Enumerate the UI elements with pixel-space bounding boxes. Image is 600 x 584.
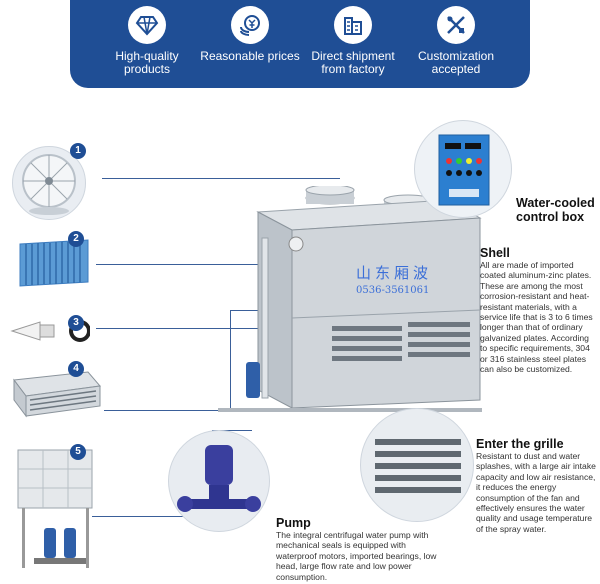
component-badge-1: 1: [70, 143, 86, 159]
feature-label: Direct shipment from factory: [311, 49, 395, 76]
shell-callout: Shell All are made of imported coated al…: [480, 246, 598, 374]
connector-line-5: [92, 516, 212, 517]
coins-icon: [231, 6, 269, 44]
feature-label: Customization accepted: [417, 49, 495, 76]
connector-line-5h: [212, 430, 252, 431]
component-badge-2: 2: [68, 231, 84, 247]
pump-callout: Pump The integral centrifugal water pump…: [276, 516, 448, 582]
connector-line-4: [104, 410, 230, 411]
shell-desc: All are made of imported coated aluminum…: [480, 260, 593, 375]
grille-image: [360, 408, 474, 522]
component-badge-4: 4: [68, 361, 84, 377]
component-badge-5: 5: [70, 444, 86, 460]
feature-customization: Customization accepted: [406, 0, 506, 76]
fill-media-image: [18, 238, 90, 288]
pump-desc: The integral centrifugal water pump with…: [276, 530, 437, 582]
feature-prices: Reasonable prices: [200, 0, 300, 63]
tools-icon: [437, 6, 475, 44]
connector-line-1: [102, 178, 340, 179]
coil-image: [10, 366, 102, 418]
connector-line-2: [96, 264, 326, 265]
tower-branding: 山东厢波 0536-3561061: [356, 262, 432, 296]
shell-title: Shell: [480, 246, 510, 260]
grille-callout: Enter the grille Resistant to dust and w…: [476, 437, 596, 534]
features-banner: High-quality products Reasonable prices …: [70, 0, 530, 88]
feature-direct-shipment: Direct shipment from factory: [303, 0, 403, 76]
tower-phone: 0536-3561061: [356, 285, 430, 296]
pump-image: [168, 430, 270, 532]
feature-high-quality: High-quality products: [97, 0, 197, 76]
connector-line-4h: [230, 310, 258, 311]
connector-line-4v: [230, 310, 231, 410]
grille-title: Enter the grille: [476, 437, 564, 451]
connector-line-3: [96, 328, 326, 329]
cooling-tower-image: [212, 184, 488, 422]
pump-title: Pump: [276, 516, 311, 530]
component-badge-3: 3: [68, 315, 84, 331]
water-tank-pump-image: [14, 446, 98, 574]
factory-icon: [334, 6, 372, 44]
tower-brand-name: 山东厢波: [356, 264, 433, 282]
feature-label: High-quality products: [115, 49, 179, 76]
grille-desc: Resistant to dust and water splashes, wi…: [476, 451, 596, 534]
control-box-image: [414, 120, 512, 218]
feature-label: Reasonable prices: [200, 49, 300, 63]
diamond-icon: [128, 6, 166, 44]
nozzle-image: [10, 316, 91, 346]
control-box-title: Water-cooled control box: [516, 196, 595, 224]
fan-image: [12, 146, 86, 220]
